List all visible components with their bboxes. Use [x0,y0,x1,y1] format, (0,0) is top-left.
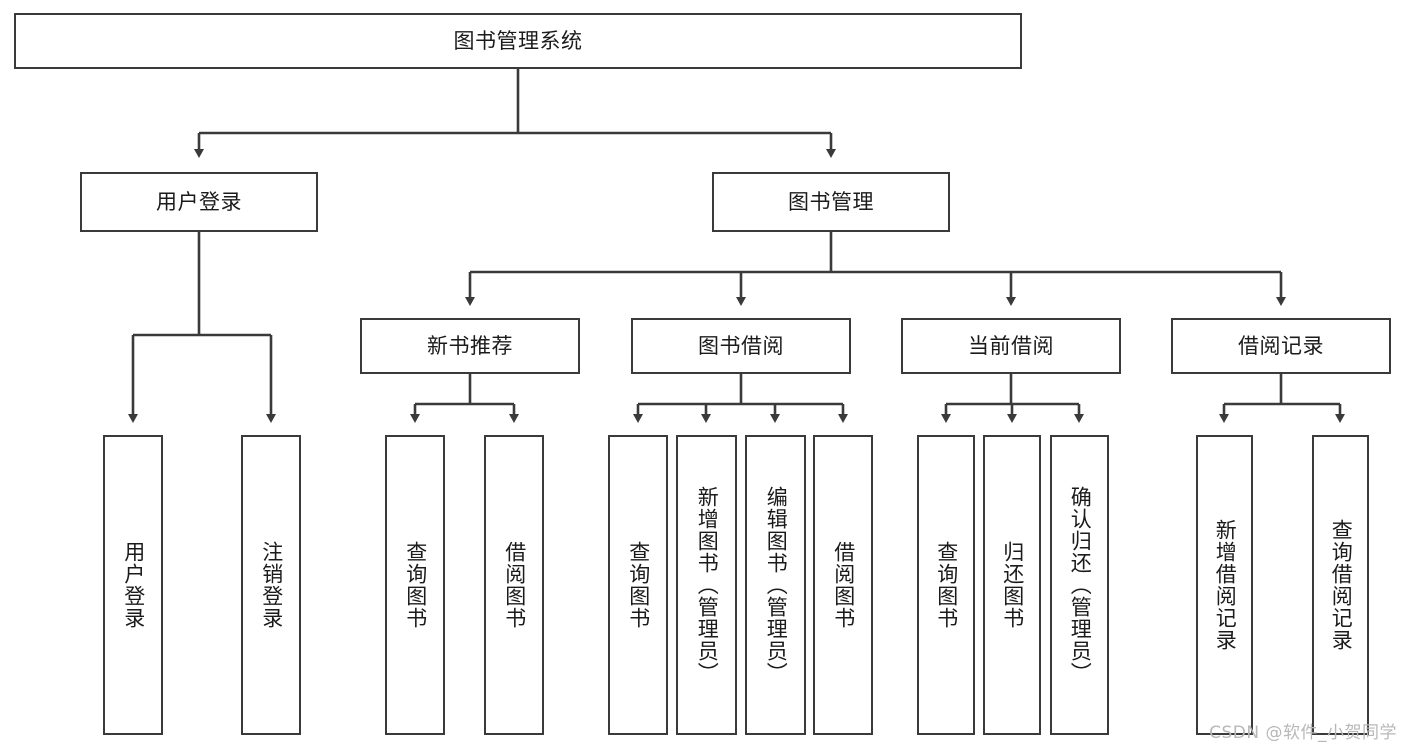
node-leaf-add-borrow-record-label: 新增借阅记录 [1213,519,1238,651]
node-root-label: 图书管理系统 [453,28,583,53]
node-leaf-query-book-current[interactable]: 查询图书 [917,435,975,735]
node-borrow-record-label: 借阅记录 [1238,333,1324,358]
node-leaf-confirm-return-admin[interactable]: 确认归还（管理员） [1050,435,1109,735]
node-leaf-return-book[interactable]: 归还图书 [983,435,1041,735]
node-borrow-record[interactable]: 借阅记录 [1171,318,1391,374]
watermark-text: CSDN @软件_小贺同学 [1209,723,1397,743]
node-leaf-borrow-book-new-label: 借阅图书 [502,541,527,629]
node-leaf-query-book-borrow-label: 查询图书 [626,541,651,629]
node-leaf-logout-label: 注销登录 [259,541,284,629]
node-leaf-user-login-label: 用户登录 [121,541,146,629]
node-root[interactable]: 图书管理系统 [14,13,1022,69]
node-leaf-return-book-label: 归还图书 [1000,541,1025,629]
node-current-borrow-label: 当前借阅 [968,333,1054,358]
node-new-book-recommend[interactable]: 新书推荐 [360,318,580,374]
node-new-book-recommend-label: 新书推荐 [427,333,513,358]
node-leaf-user-login[interactable]: 用户登录 [103,435,163,735]
node-book-manage[interactable]: 图书管理 [712,172,950,232]
node-leaf-add-borrow-record[interactable]: 新增借阅记录 [1196,435,1253,735]
node-leaf-borrow-book[interactable]: 借阅图书 [813,435,873,735]
node-leaf-edit-book-admin-label: 编辑图书（管理员） [764,486,789,684]
node-leaf-query-borrow-record[interactable]: 查询借阅记录 [1312,435,1369,735]
node-user-login-label: 用户登录 [156,189,242,214]
node-leaf-add-book-admin[interactable]: 新增图书（管理员） [676,435,737,735]
node-book-borrow-label: 图书借阅 [698,333,784,358]
node-leaf-add-book-admin-label: 新增图书（管理员） [695,486,720,684]
node-leaf-confirm-return-admin-label: 确认归还（管理员） [1068,486,1093,684]
node-leaf-borrow-book-new[interactable]: 借阅图书 [484,435,544,735]
node-book-manage-label: 图书管理 [788,189,874,214]
node-leaf-query-book-new-label: 查询图书 [403,541,428,629]
node-leaf-query-book-borrow[interactable]: 查询图书 [608,435,668,735]
node-leaf-logout[interactable]: 注销登录 [241,435,301,735]
node-current-borrow[interactable]: 当前借阅 [901,318,1121,374]
node-leaf-edit-book-admin[interactable]: 编辑图书（管理员） [745,435,806,735]
node-leaf-query-book-new[interactable]: 查询图书 [385,435,445,735]
node-book-borrow[interactable]: 图书借阅 [631,318,851,374]
node-leaf-query-borrow-record-label: 查询借阅记录 [1329,519,1354,651]
node-user-login[interactable]: 用户登录 [80,172,318,232]
node-leaf-query-book-current-label: 查询图书 [934,541,959,629]
node-leaf-borrow-book-label: 借阅图书 [831,541,856,629]
